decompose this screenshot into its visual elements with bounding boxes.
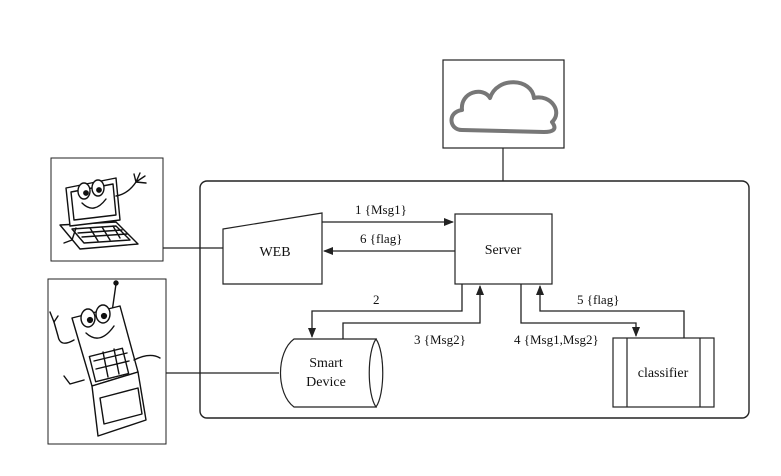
cloud-node: [442, 59, 565, 149]
laptop-cartoon-icon: [59, 172, 147, 250]
edge-6: 6 {flag}: [323, 231, 455, 255]
server-node: Server: [454, 213, 553, 285]
edge-6-label: 6 {flag}: [360, 231, 402, 246]
server-label: Server: [485, 243, 522, 258]
edge-2-label: 2: [373, 292, 380, 307]
edge-4: 4 {Msg1,Msg2}: [514, 284, 640, 347]
edge-5-label: 5 {flag}: [577, 292, 619, 307]
classifier-label: classifier: [638, 366, 689, 381]
classifier-node: classifier: [612, 337, 715, 408]
edge-2: 2: [308, 284, 463, 338]
web-label: WEB: [259, 245, 290, 260]
edge-3-label: 3 {Msg2}: [414, 332, 466, 347]
phone-cartoon-icon: [49, 280, 161, 437]
edge-1: 1 {Msg1}: [322, 202, 454, 226]
cloud-icon: [449, 80, 559, 134]
edge-1-label: 1 {Msg1}: [355, 202, 407, 217]
system-container: [199, 180, 750, 419]
laptop-image: [50, 157, 164, 262]
phone-image: [47, 278, 167, 445]
smart-device-node: Smart Device: [279, 338, 384, 408]
smart-device-label-2: Device: [306, 375, 346, 390]
edge-4-label: 4 {Msg1,Msg2}: [514, 332, 599, 347]
edge-5: 5 {flag}: [536, 285, 685, 338]
edge-3: 3 {Msg2}: [342, 285, 484, 347]
smart-device-label-1: Smart: [309, 356, 343, 371]
web-node: WEB: [222, 212, 323, 285]
